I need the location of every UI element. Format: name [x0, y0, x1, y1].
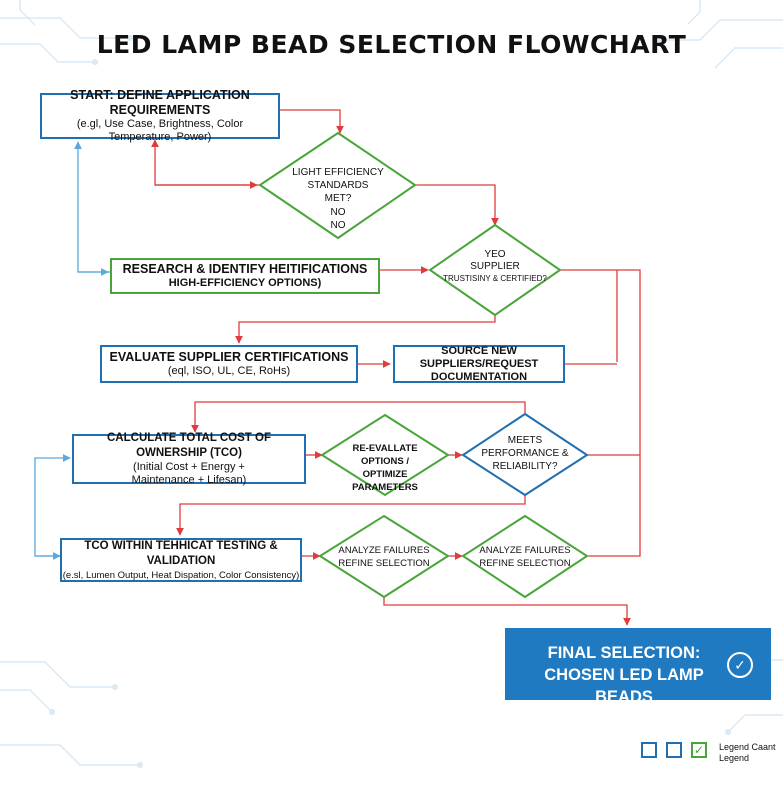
start-detail-2: Temperature, Power)	[108, 131, 212, 143]
evaluate-box: EVALUATE SUPPLIER CERTIFICATIONS (eql, I…	[100, 345, 358, 383]
page-title: LED LAMP BEAD SELECTION FLOWCHART	[96, 30, 687, 59]
decision-efficiency	[258, 131, 417, 240]
research-detail: HIGH-EFFICIENCY OPTIONS)	[168, 277, 322, 289]
research-title: RESEARCH & IDENTIFY HEITIFICATIONS	[122, 262, 368, 276]
tco-box: CALCULATE TOTAL COST OF OWNERSHIP (TCO) …	[72, 432, 306, 486]
tco-detail-1: (Initial Cost + Energy +	[133, 461, 245, 473]
meets-text: MEETS PERFORMANCE & RELIABILITY?	[470, 434, 580, 473]
research-box: RESEARCH & IDENTIFY HEITIFICATIONS HIGH-…	[110, 258, 380, 294]
efficiency-line2: STANDARDS	[307, 180, 369, 191]
source-title: SOURCE NEW SUPPLIERS/REQUEST	[419, 344, 539, 370]
decision-analyze2	[461, 514, 589, 599]
final-text: FINAL SELECTION: CHOSEN LED LAMP BEADS	[519, 642, 729, 708]
efficiency-line3: MET?	[324, 193, 352, 204]
supplier-line1: YEO	[484, 249, 506, 260]
arrow-efficiency-to-supplier	[415, 184, 499, 226]
checkmark-circle-icon: ✓	[727, 652, 753, 678]
arrow-loop-to-tco	[191, 401, 526, 433]
evaluate-title: EVALUATE SUPPLIER CERTIFICATIONS	[109, 350, 349, 364]
arrow-efficiency-back	[151, 139, 260, 186]
arrow-start-to-efficiency	[280, 109, 344, 134]
legend-process-square-icon	[641, 742, 657, 758]
testing-box: TCO WITHIN TEHHICAT TESTING & VALIDATION…	[60, 538, 302, 582]
reevaluate-text: RE-EVALLATE OPTIONS / OPTIMIZE PARAMETER…	[330, 442, 440, 494]
efficiency-no-2: NO	[330, 220, 346, 231]
efficiency-text: LIGHT EFFICIENCY STANDARDS MET? NO NO	[283, 166, 393, 232]
source-detail: DOCUMENTATION	[430, 370, 528, 383]
analyze1-text: ANALYZE FAILURES REFINE SELECTION	[330, 544, 438, 570]
start-box: START: DEFINE APPLICATION REQUIREMENTS (…	[40, 88, 280, 143]
final-line1: FINAL SELECTION:	[547, 644, 701, 662]
arrow-supplier-to-evaluate	[235, 315, 496, 344]
start-title: START: DEFINE APPLICATION REQUIREMENTS	[70, 88, 250, 117]
efficiency-no-1: NO	[330, 207, 346, 218]
legend-text: Legend Caant Legend	[719, 742, 776, 764]
reevaluate-line1: RE-EVALLATE OPTIONS /	[352, 443, 418, 467]
supplier-text: YEO SUPPLIER TRUSTISINY & CERTIFIED?	[440, 249, 550, 285]
testing-title: TCO WITHIN TEHHICAT TESTING & VALIDATION	[84, 539, 278, 567]
arrow-meets-to-testing	[176, 492, 526, 536]
analyze2-line1: ANALYZE FAILURES	[479, 545, 571, 556]
supplier-line3: TRUSTISINY & CERTIFIED?	[443, 274, 547, 283]
arrow-analyze-to-final	[383, 597, 631, 626]
decision-supplier	[428, 223, 562, 317]
testing-detail: (e.sl, Lumen Output, Heat Dispation, Col…	[62, 569, 300, 581]
meets-line2: PERFORMANCE &	[481, 448, 569, 459]
legend-line2: Legend	[719, 753, 750, 763]
arrow-right-line-down	[587, 269, 641, 557]
evaluate-detail: (eql, ISO, UL, CE, RoHs)	[167, 365, 291, 377]
efficiency-line1: LIGHT EFFICIENCY	[292, 167, 384, 178]
analyze1-line2: REFINE SELECTION	[338, 558, 430, 569]
analyze2-text: ANALYZE FAILURES REFINE SELECTION	[471, 544, 579, 570]
arrow-blue-research-to-start	[74, 141, 110, 273]
supplier-line2: SUPPLIER	[470, 261, 520, 272]
tco-detail-2: Maintenance + Lifesan)	[131, 474, 247, 486]
decision-reevaluate	[320, 413, 450, 497]
legend-line1: Legend Caant	[719, 742, 776, 752]
source-box: SOURCE NEW SUPPLIERS/REQUEST DOCUMENTATI…	[393, 345, 565, 383]
legend-check-square-icon: ✓	[691, 742, 707, 758]
meets-line1: MEETS	[507, 435, 543, 446]
reevaluate-line2: OPTIMIZE PARAMETERS	[352, 469, 418, 493]
decision-meets	[461, 412, 589, 497]
meets-line3: RELIABILITY?	[492, 461, 558, 472]
start-detail-1: (e.gl, Use Case, Brightness, Color	[76, 118, 244, 130]
decision-analyze1	[318, 514, 450, 599]
legend-box-square-icon	[666, 742, 682, 758]
final-selection-box: FINAL SELECTION: CHOSEN LED LAMP BEADS ✓	[505, 628, 771, 706]
arrow-supplier-right	[560, 269, 618, 362]
analyze2-line2: REFINE SELECTION	[479, 558, 571, 569]
final-line2: CHOSEN LED LAMP BEADS	[544, 666, 704, 706]
tco-title: CALCULATE TOTAL COST OF OWNERSHIP (TCO)	[107, 432, 271, 459]
analyze1-line1: ANALYZE FAILURES	[338, 545, 430, 556]
